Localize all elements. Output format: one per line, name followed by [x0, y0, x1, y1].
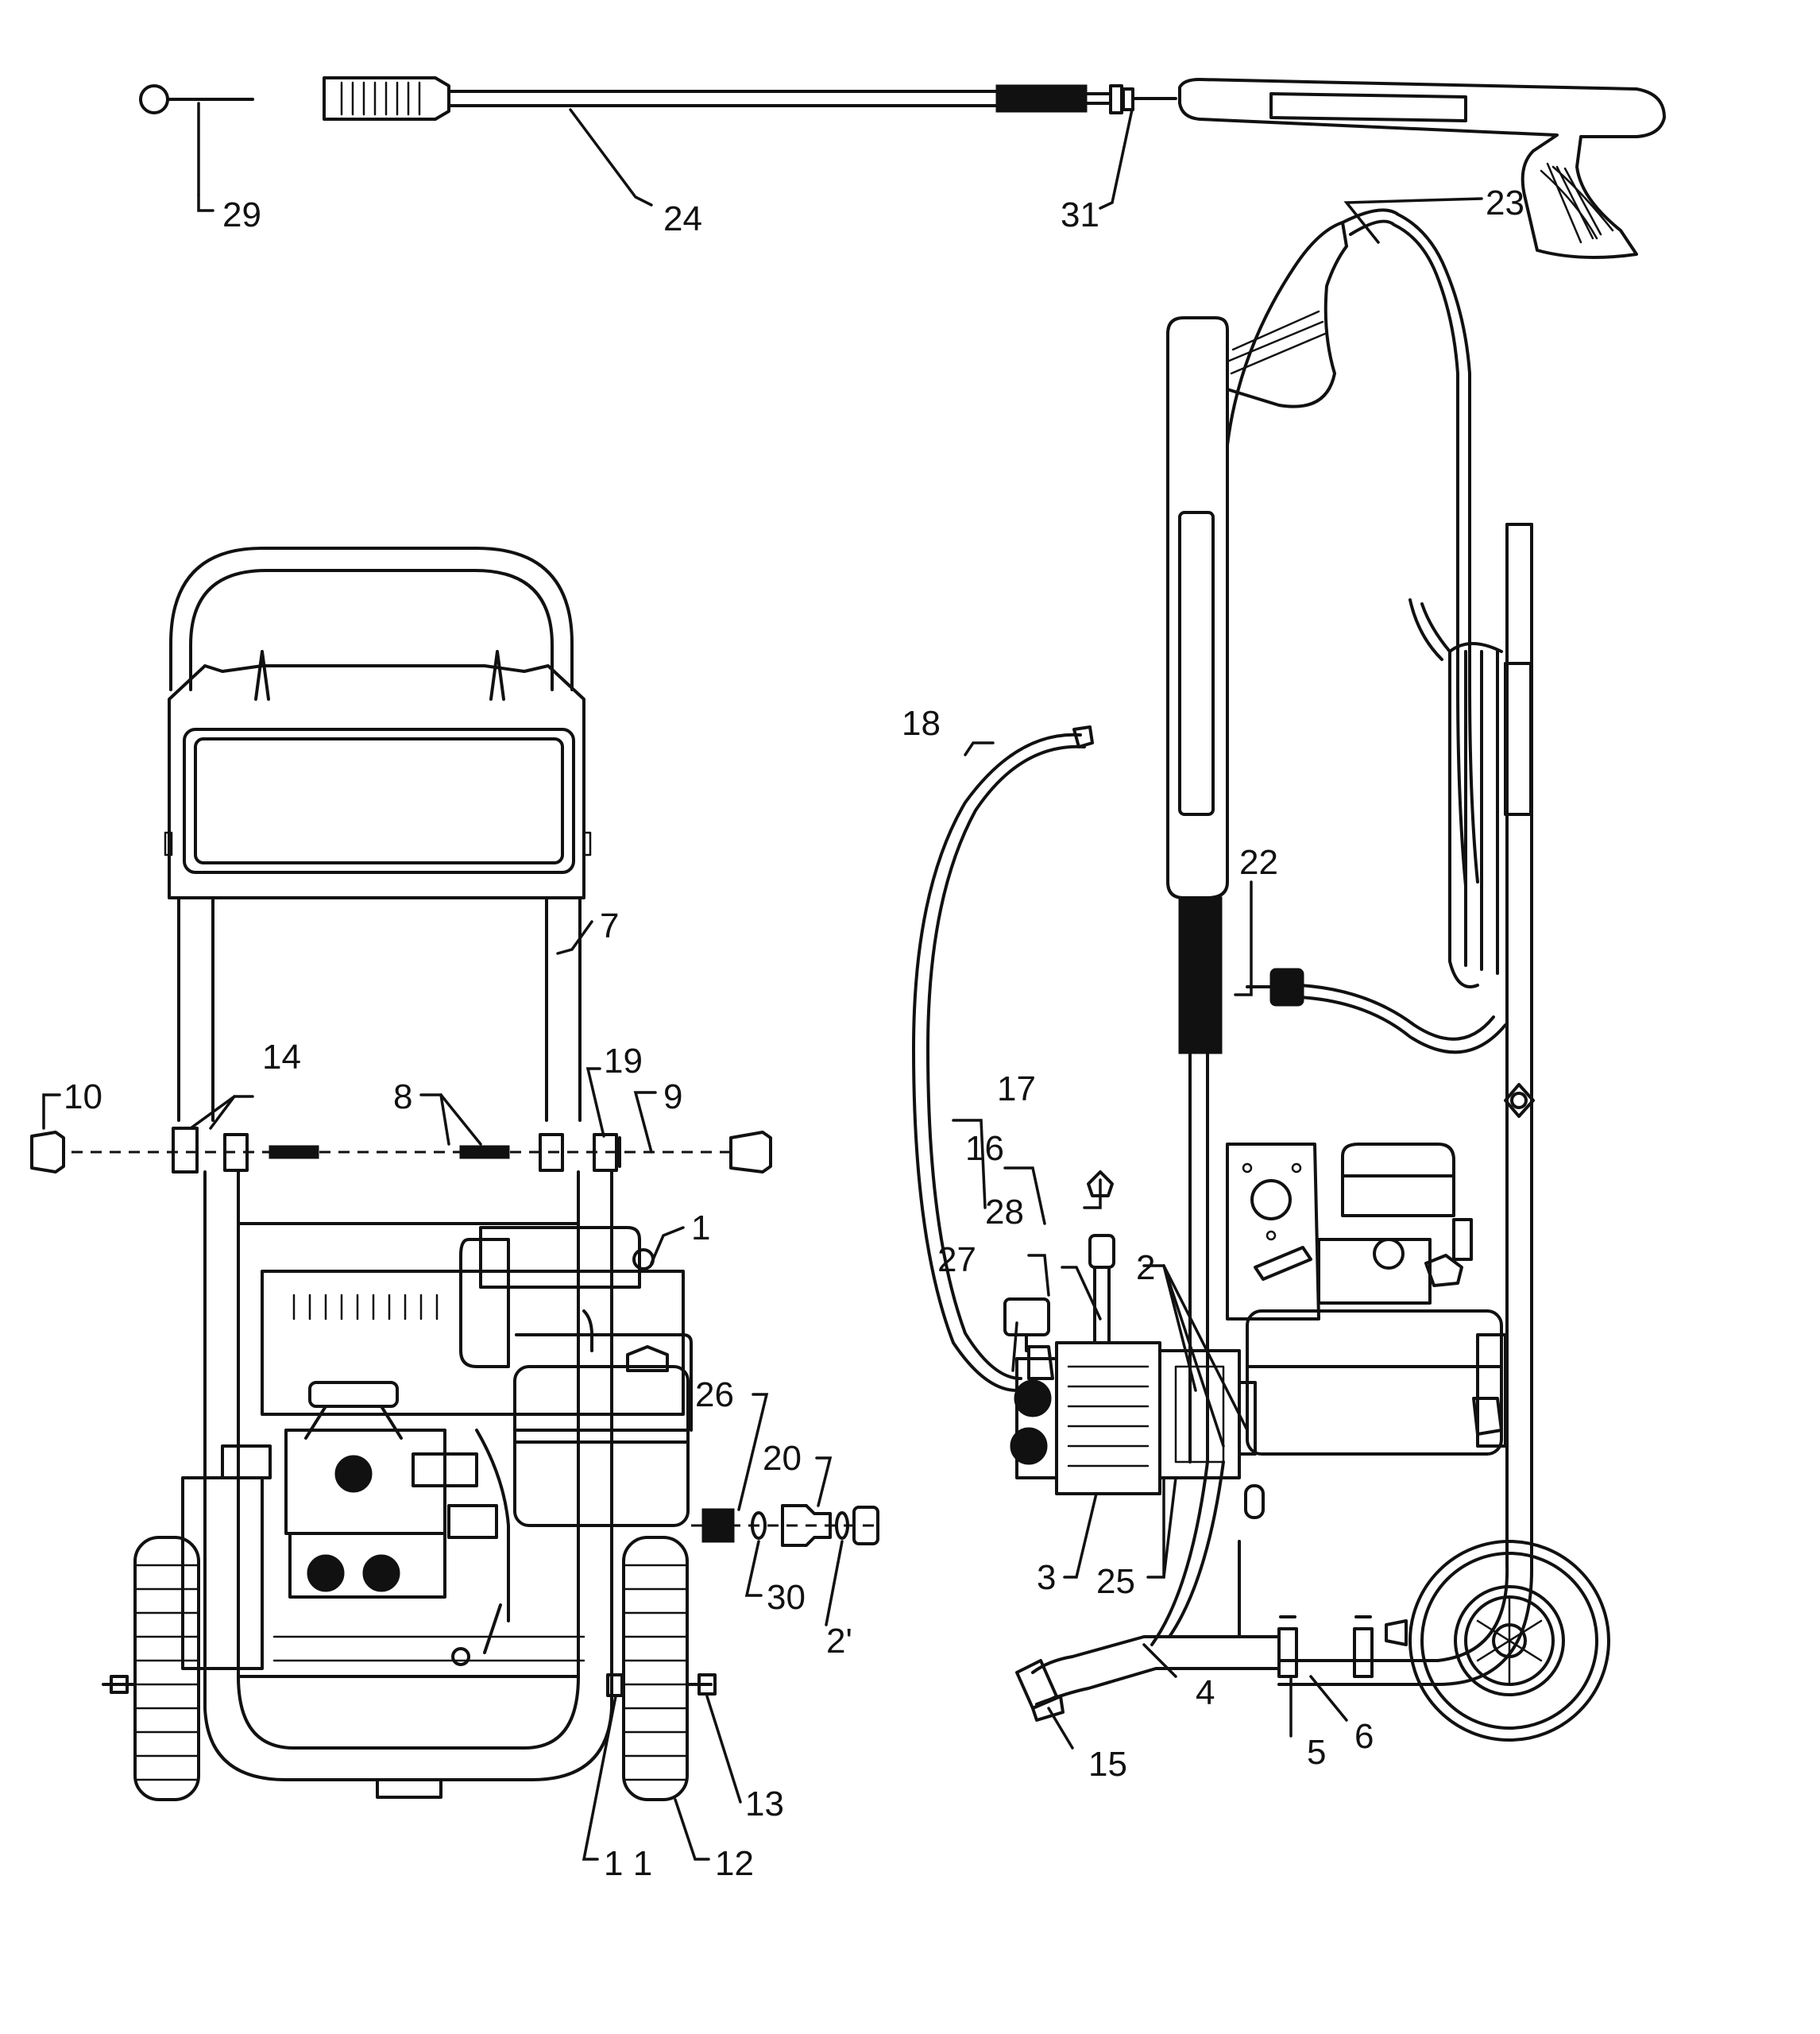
- callout-17: 17: [997, 1069, 1036, 1108]
- pump-side-part-3: [1010, 1341, 1265, 1519]
- foot-cap-part-15: [1015, 1659, 1065, 1722]
- spray-gun-upper: [1178, 78, 1666, 259]
- callout-2b: 2': [826, 1622, 852, 1661]
- callout-19: 19: [604, 1042, 643, 1081]
- callout-22: 22: [1239, 843, 1278, 882]
- callout-10: 10: [64, 1077, 102, 1116]
- callout-24: 24: [663, 199, 702, 238]
- callout-20: 20: [763, 1439, 802, 1478]
- callout-6: 6: [1354, 1717, 1374, 1756]
- callout-labels: 29 24 31 23 18 22 7 17 16 28 27 2 3 25 4…: [64, 184, 1524, 1883]
- callout-26: 26: [695, 1375, 734, 1414]
- callout-11: 1 1: [604, 1844, 652, 1883]
- base-frame-part-4: [1031, 1460, 1281, 1706]
- callout-8: 8: [393, 1077, 412, 1116]
- callout-28: 28: [985, 1193, 1024, 1232]
- nozzle-pin-part-29: [139, 84, 254, 114]
- axle-cap-part-13: [686, 1673, 717, 1696]
- lower-frame: [203, 1170, 613, 1799]
- side-wheel: [1408, 1540, 1610, 1742]
- callout-5: 5: [1307, 1733, 1326, 1772]
- callout-23: 23: [1486, 184, 1524, 222]
- inlet-fittings-parts-26-30-20: [691, 1504, 879, 1547]
- callout-15: 15: [1088, 1745, 1127, 1784]
- callout-4: 4: [1196, 1673, 1215, 1712]
- axle-assembly-row: [30, 1127, 772, 1174]
- callout-29: 29: [222, 195, 261, 234]
- callout-31: 31: [1061, 195, 1099, 234]
- gauge-part-27: [1003, 1297, 1050, 1352]
- callout-25: 25: [1096, 1562, 1135, 1601]
- bolts-parts-5-6: [1277, 1615, 1408, 1678]
- callout-12: 12: [715, 1844, 754, 1883]
- rear-frame-upright: [1277, 523, 1535, 1686]
- engine-side: [1226, 1143, 1507, 1456]
- callout-13: 13: [745, 1785, 784, 1823]
- spray-gun-lower: [1166, 221, 1348, 1464]
- wheel-part-12: [622, 1536, 689, 1801]
- left-wheel: [102, 1536, 200, 1801]
- engine-front: [261, 1226, 693, 1527]
- spacer-part-11: [606, 1673, 624, 1697]
- gun-fitting-part-31: [1109, 84, 1177, 114]
- callout-27: 27: [937, 1240, 976, 1279]
- high-pressure-hose-part-23: [1297, 208, 1507, 1054]
- callout-1: 1: [691, 1208, 710, 1247]
- callout-2: 2: [1136, 1248, 1155, 1287]
- garden-hose-connector-part-22: [1246, 968, 1304, 1007]
- detergent-hose-part-18: [912, 725, 1094, 1392]
- callout-7: 7: [600, 907, 619, 945]
- callout-18: 18: [902, 704, 941, 743]
- callout-9: 9: [663, 1077, 682, 1116]
- handle-frame-part-7: [164, 547, 592, 1122]
- callout-3: 3: [1037, 1558, 1056, 1597]
- pump-front: [181, 1381, 585, 1670]
- callout-leaders: [42, 102, 1483, 1861]
- callout-30: 30: [767, 1578, 806, 1617]
- callout-16: 16: [965, 1129, 1004, 1168]
- spray-wand-part-24: [323, 76, 1110, 121]
- callout-14: 14: [262, 1038, 301, 1077]
